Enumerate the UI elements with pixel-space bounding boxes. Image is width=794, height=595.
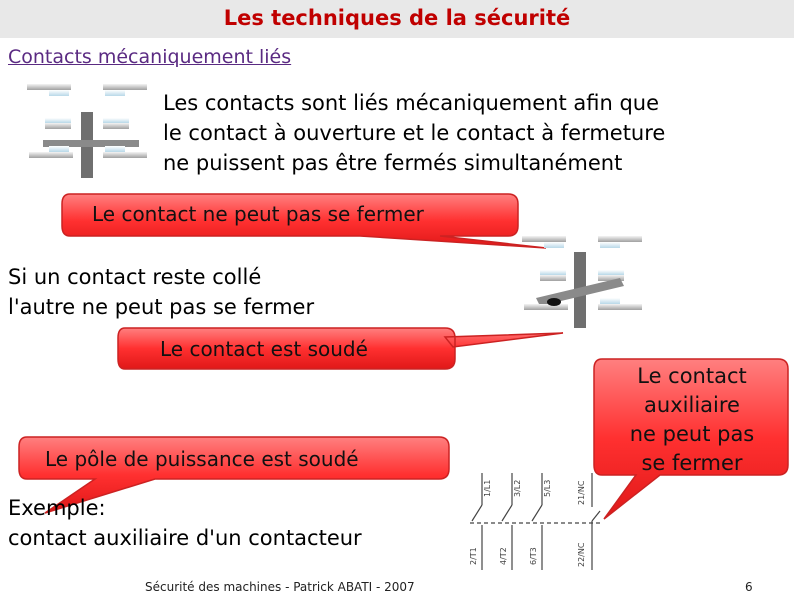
schematic-label-top: 3/L2 bbox=[513, 480, 522, 497]
intro-line: ne puissent pas être fermés simultanémen… bbox=[163, 151, 623, 175]
contactor-schematic: 1/L1 3/L2 5/L3 21/NC 2/T1 4/T2 6/T3 22/N… bbox=[469, 473, 601, 570]
schematic-label-bottom: 4/T2 bbox=[499, 547, 508, 565]
stuck-contact-paragraph: Si un contact reste collé l'autre ne peu… bbox=[8, 262, 428, 322]
section-subtitle: Contacts mécaniquement liés bbox=[8, 46, 292, 68]
callout-welded-text: Le contact est soudé bbox=[160, 337, 368, 361]
callout-power-pole bbox=[18, 436, 450, 514]
title-bar bbox=[0, 0, 794, 38]
callout-aux-line: Le contact bbox=[637, 364, 747, 388]
callout-cannot-close bbox=[61, 193, 547, 249]
welded-contact-diagram bbox=[522, 236, 642, 328]
stuck-line: l'autre ne peut pas se fermer bbox=[8, 295, 315, 319]
callout-welded bbox=[117, 327, 564, 370]
schematic-label-bottom: 6/T3 bbox=[529, 547, 538, 565]
linked-contacts-diagram bbox=[27, 84, 147, 178]
callout-aux-cannot-close bbox=[593, 358, 789, 520]
intro-line: Les contacts sont liés mécaniquement afi… bbox=[163, 91, 660, 115]
schematic-label-top: 21/NC bbox=[577, 480, 586, 505]
slide-title: Les techniques de la sécurité bbox=[223, 6, 571, 30]
callout-aux-line: ne peut pas bbox=[629, 422, 755, 446]
schematic-label-top: 5/L3 bbox=[543, 480, 552, 497]
callout-cannot-close-text: Le contact ne peut pas se fermer bbox=[92, 202, 424, 226]
example-line: Exemple: bbox=[8, 496, 106, 520]
schematic-label-bottom: 2/T1 bbox=[469, 547, 478, 565]
intro-paragraph: Les contacts sont liés mécaniquement afi… bbox=[163, 88, 783, 178]
intro-line: le contact à ouverture et le contact à f… bbox=[163, 121, 666, 145]
callout-power-pole-text: Le pôle de puissance est soudé bbox=[45, 447, 359, 471]
schematic-label-top: 1/L1 bbox=[483, 480, 492, 497]
example-paragraph: Exemple: contact auxiliaire d'un contact… bbox=[8, 493, 468, 553]
example-line: contact auxiliaire d'un contacteur bbox=[8, 526, 362, 550]
footer-text: Sécurité des machines - Patrick ABATI - … bbox=[145, 580, 415, 594]
stuck-line: Si un contact reste collé bbox=[8, 265, 262, 289]
callout-aux-text: Le contact auxiliaire ne peut pas se fer… bbox=[596, 362, 788, 478]
schematic-label-bottom: 22/NC bbox=[577, 542, 586, 567]
callout-aux-line: se fermer bbox=[641, 451, 743, 475]
callout-aux-line: auxiliaire bbox=[644, 393, 740, 417]
page-number: 6 bbox=[745, 580, 753, 594]
